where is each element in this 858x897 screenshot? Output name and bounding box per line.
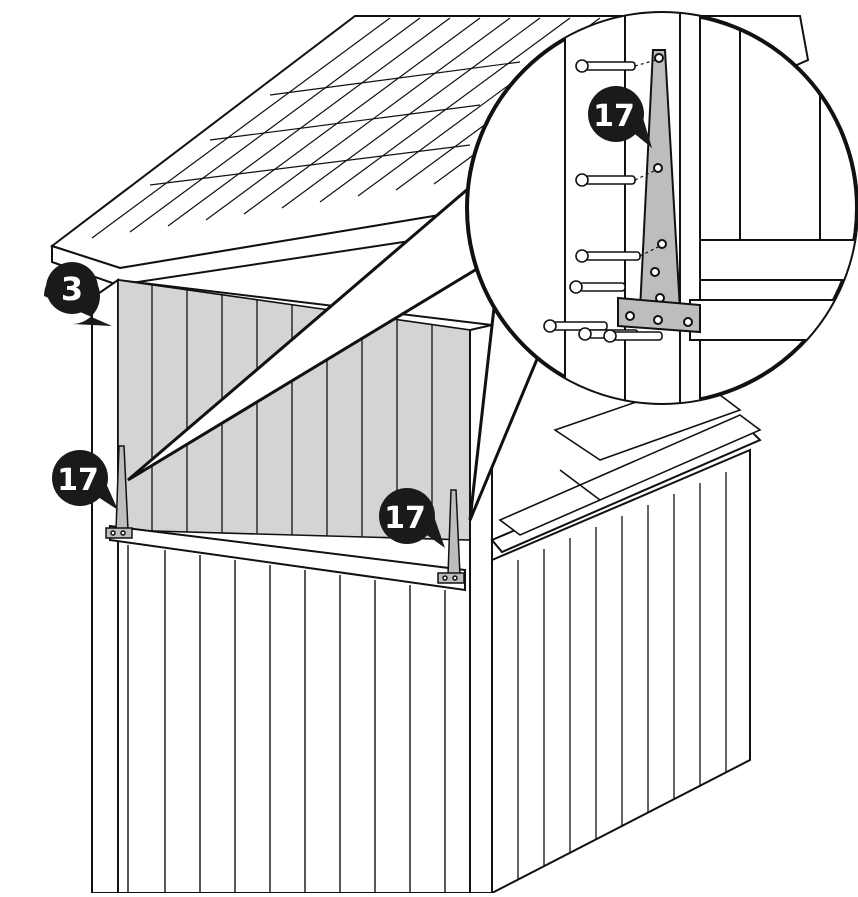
hinge-right	[437, 489, 465, 584]
callout-17-detail-label: 17	[593, 99, 635, 134]
callout-17-right-label: 17	[384, 501, 426, 536]
callout-3-label: 3	[61, 270, 83, 308]
screws	[543, 59, 663, 343]
lower-planks	[127, 545, 446, 893]
detail-view	[465, 11, 858, 405]
callout-wedge	[127, 167, 547, 521]
callout-17-left-label: 17	[57, 463, 99, 498]
hinge-leaf	[617, 296, 701, 334]
callout-3: 3	[44, 262, 112, 326]
hinge-left	[105, 445, 133, 539]
side-wall	[490, 428, 762, 895]
callout-17-left: 17	[52, 450, 118, 510]
callout-17-right: 17	[379, 488, 445, 548]
callout-17-detail: 17	[588, 86, 652, 148]
